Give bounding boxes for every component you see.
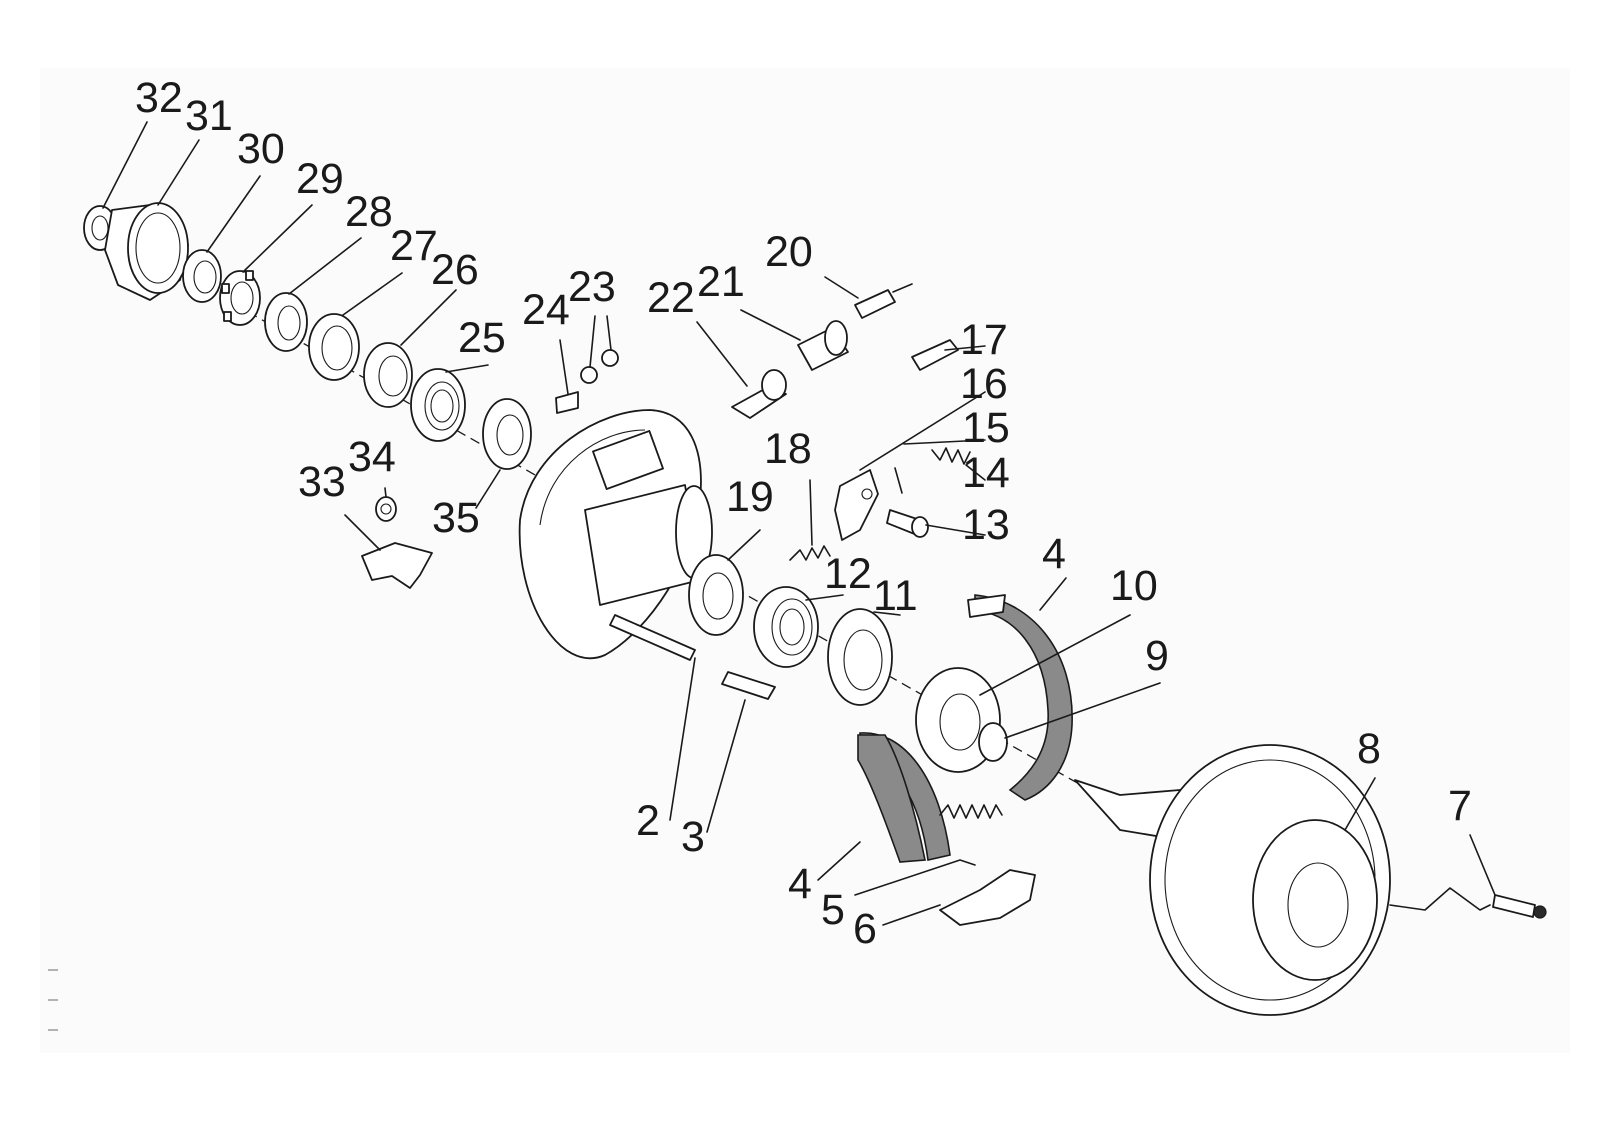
- part-35-seal: [482, 398, 532, 470]
- part-15-cotter: [894, 467, 903, 494]
- callout-7: 7: [1448, 782, 1472, 830]
- callout-15: 15: [962, 404, 1010, 452]
- callout-11: 11: [873, 572, 918, 620]
- part-16-lever: [834, 469, 879, 541]
- part-8-drum: [1074, 744, 1391, 1016]
- part-29-castle-nut: [219, 270, 261, 326]
- callout-32: 32: [135, 74, 183, 122]
- part-14-spring: [931, 447, 971, 465]
- part-19-ring: [688, 554, 744, 636]
- part-6-bracket: [939, 869, 1036, 926]
- part-4-upper-shoe: [967, 594, 1073, 801]
- callout-25: 25: [458, 314, 506, 362]
- part-23-screws: [580, 349, 619, 384]
- callout-30: 30: [237, 125, 285, 173]
- callout-24: 24: [522, 286, 570, 334]
- part-12-bearing: [753, 586, 819, 668]
- callout-27: 27: [390, 222, 438, 270]
- part-26-bearing-race: [363, 342, 413, 408]
- callout-labels: 32 31 30 29 28 27 26 25 24 23 22 21 20 1…: [135, 74, 1472, 953]
- callout-2: 2: [636, 797, 660, 845]
- callout-23: 23: [568, 263, 616, 311]
- callout-4-upper: 4: [1042, 530, 1066, 578]
- callout-21: 21: [697, 258, 745, 306]
- callout-10: 10: [1110, 562, 1158, 610]
- callout-3: 3: [681, 813, 705, 861]
- part-4-lower-shoe: [857, 732, 951, 863]
- callout-18: 18: [764, 425, 812, 473]
- part-11-ring: [827, 608, 893, 706]
- edge-marks: [48, 969, 58, 1031]
- part-28-washer: [264, 292, 308, 352]
- callout-19: 19: [726, 473, 774, 521]
- callout-33: 33: [298, 458, 346, 506]
- leader-lines: [102, 121, 1496, 926]
- callout-8: 8: [1357, 725, 1381, 773]
- callout-12: 12: [824, 550, 872, 598]
- callout-22: 22: [647, 274, 695, 322]
- callout-34: 34: [348, 433, 396, 481]
- part-34-nut: [375, 496, 397, 522]
- part-2-pin: [609, 614, 696, 661]
- part-3-link: [721, 671, 776, 700]
- part-20-bolt: [854, 283, 913, 319]
- part-33-bracket: [361, 542, 433, 589]
- callout-29: 29: [296, 155, 344, 203]
- callout-35: 35: [432, 494, 480, 542]
- callout-31: 31: [185, 92, 233, 140]
- part-22-lever: [731, 369, 787, 419]
- part-5-spring: [939, 804, 1003, 819]
- callout-6: 6: [853, 905, 877, 953]
- part-25-bearing: [410, 368, 466, 442]
- callout-28: 28: [345, 188, 393, 236]
- part-27-seal: [308, 313, 360, 381]
- callout-5: 5: [821, 886, 845, 934]
- callout-26: 26: [431, 246, 479, 294]
- backplate-assembly: [518, 409, 713, 660]
- callout-13: 13: [962, 501, 1010, 549]
- part-18-spring: [789, 545, 831, 561]
- callout-20: 20: [765, 228, 813, 276]
- part-24-plate: [555, 391, 579, 414]
- callout-14: 14: [962, 449, 1010, 497]
- callout-16: 16: [960, 360, 1008, 408]
- callout-17: 17: [960, 316, 1008, 364]
- part-31-hub-cap: [104, 202, 189, 301]
- part-9-ring: [978, 722, 1008, 762]
- part-7-bolt: [1492, 894, 1547, 919]
- part-30-nut: [182, 249, 222, 303]
- callout-9: 9: [1145, 632, 1169, 680]
- part-13-pin: [886, 509, 929, 538]
- callout-4-lower: 4: [788, 860, 812, 908]
- part-17-clip: [911, 339, 959, 371]
- part-21-cam: [797, 320, 849, 371]
